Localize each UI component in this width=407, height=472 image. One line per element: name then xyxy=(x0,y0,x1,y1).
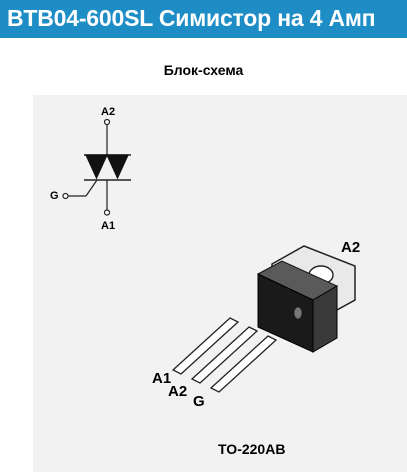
package-pin-a2-lead-label: A2 xyxy=(168,383,188,400)
section-title: Блок-схема xyxy=(163,62,244,78)
title-bar: BTB04-600SL Симистор на 4 Амп xyxy=(0,0,407,38)
package-pin-a1-label: A1 xyxy=(152,370,172,387)
package-pin-a2-label: A2 xyxy=(341,239,361,256)
symbol-pin-g-label: G xyxy=(50,190,59,202)
triac-symbol-icon xyxy=(62,118,131,216)
symbol-pin-a2-label: A2 xyxy=(101,106,116,118)
page-title: BTB04-600SL Симистор на 4 Амп xyxy=(7,5,376,31)
symbol-pin-a1-label: A1 xyxy=(101,220,116,232)
package-pin-g-label: G xyxy=(193,393,205,410)
package-name: TO-220AB xyxy=(218,441,286,457)
to220-package-icon xyxy=(171,245,356,393)
